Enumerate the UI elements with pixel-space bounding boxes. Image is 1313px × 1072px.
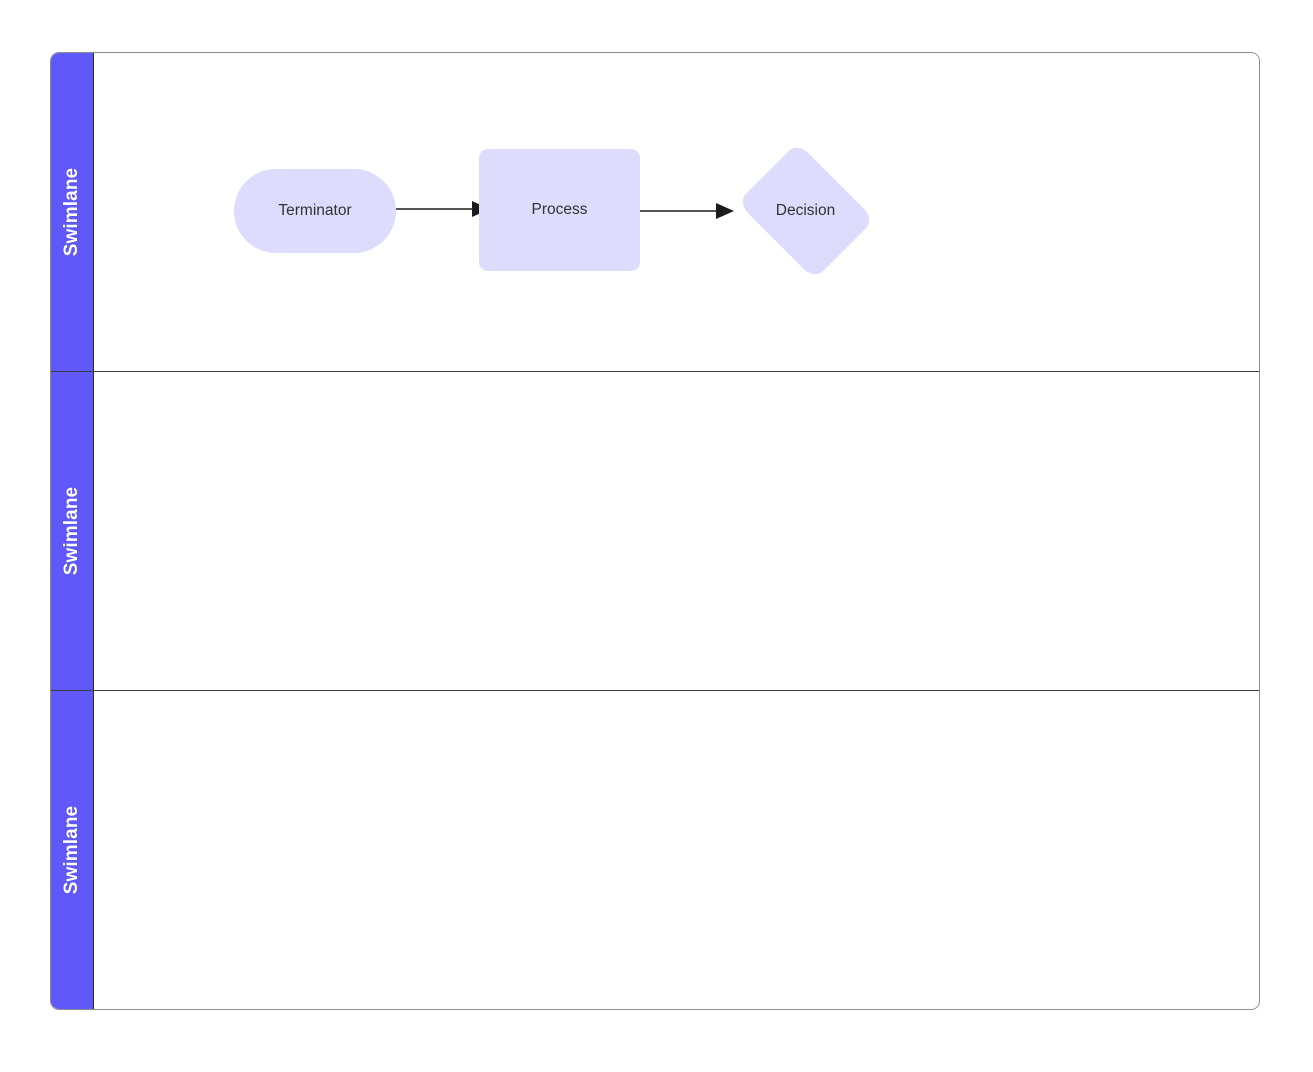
node-process-label: Process: [531, 200, 588, 218]
node-terminator[interactable]: Terminator: [234, 169, 396, 253]
edge-terminator-to-process[interactable]: [394, 193, 490, 233]
swimlane-pool: Swimlane Terminator Process: [50, 52, 1260, 1010]
swimlane-header-3[interactable]: Swimlane: [51, 691, 94, 1009]
swimlane-label-1: Swimlane: [61, 167, 83, 257]
swimlane-row-1[interactable]: Swimlane Terminator Process: [51, 53, 1259, 372]
swimlane-header-1[interactable]: Swimlane: [51, 53, 94, 371]
node-terminator-label: Terminator: [278, 201, 352, 219]
swimlane-label-3: Swimlane: [61, 805, 83, 895]
swimlane-body-3[interactable]: [94, 691, 1259, 1009]
swimlane-row-3[interactable]: Swimlane: [51, 691, 1259, 1009]
node-decision[interactable]: Decision: [729, 142, 882, 280]
swimlane-row-2[interactable]: Swimlane: [51, 372, 1259, 691]
swimlane-body-1[interactable]: Terminator Process: [94, 53, 1259, 371]
swimlane-header-2[interactable]: Swimlane: [51, 372, 94, 690]
swimlane-body-2[interactable]: [94, 372, 1259, 690]
arrowhead-icon: [716, 203, 734, 219]
node-process[interactable]: Process: [479, 149, 640, 271]
edge-process-to-decision[interactable]: [638, 193, 734, 233]
node-decision-label: Decision: [775, 201, 836, 219]
swimlane-label-2: Swimlane: [61, 486, 83, 576]
